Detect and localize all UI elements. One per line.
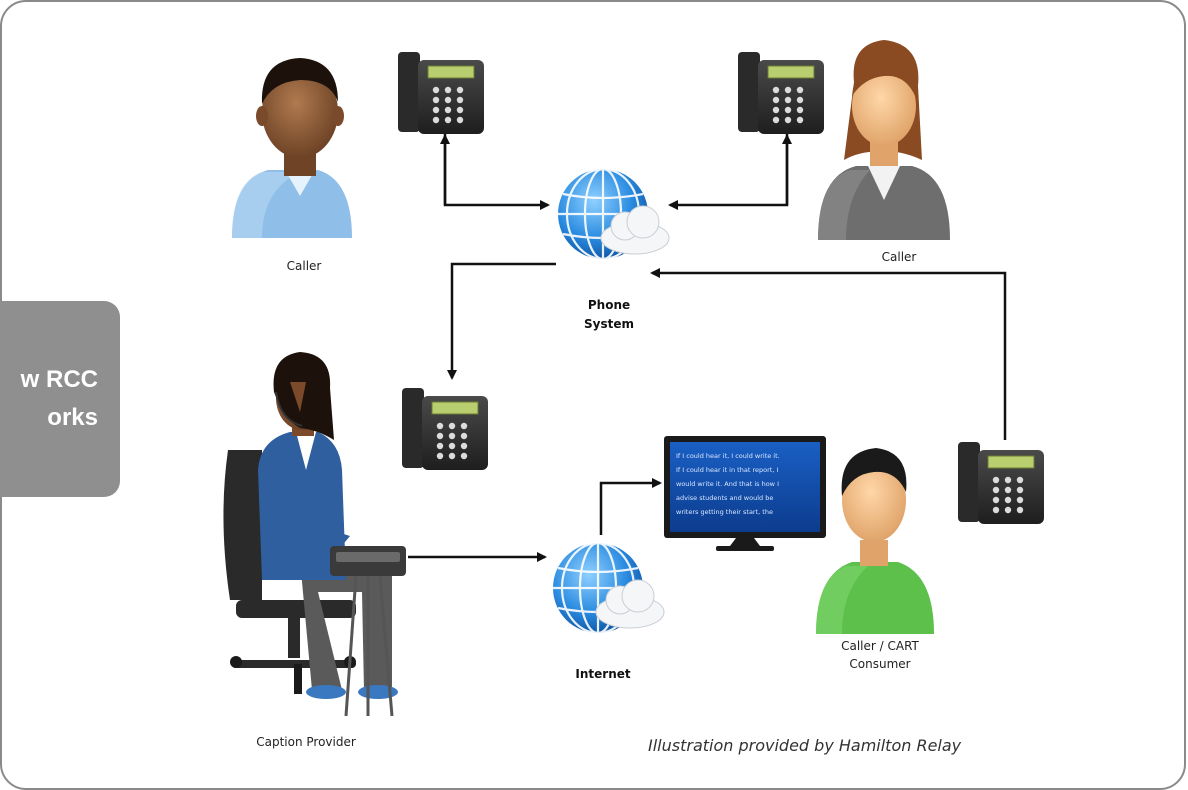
illustration-credit: Illustration provided by Hamilton Relay [648, 736, 962, 755]
caption-provider-person-icon [223, 352, 406, 717]
internet-globe-cloud-icon [551, 541, 666, 635]
caller-right-label: Caller [882, 250, 917, 264]
cart-consumer-person-icon [816, 448, 934, 634]
side-tab-line2: orks [47, 404, 98, 431]
side-tab-line1: w RCC [20, 366, 98, 393]
screen-line-4: advise students and would be [676, 494, 773, 502]
screen-line-5: writers getting their start, the [676, 508, 773, 516]
desk-phone-icon-left [397, 51, 485, 135]
caption-provider-label: Caption Provider [256, 735, 356, 749]
desk-phone-icon-right [737, 51, 825, 135]
phone-system-label-line2: System [584, 317, 634, 331]
desk-phone-icon-cart [957, 441, 1045, 525]
desk-phone-icon-provider [401, 387, 489, 471]
caller-cart-label-line2: Consumer [849, 657, 910, 671]
caller-left-person-icon [232, 58, 352, 238]
caller-left-label: Caller [287, 259, 322, 273]
screen-line-1: If I could hear it, I could write it. [676, 452, 780, 460]
caller-right-person-icon [818, 40, 950, 240]
monitor-icon: If I could hear it, I could write it. If… [664, 436, 826, 551]
phone-system-label-line1: Phone [588, 298, 630, 312]
connector-lines [408, 132, 1007, 562]
side-tab[interactable]: w RCC orks [0, 301, 120, 497]
internet-label: Internet [575, 667, 630, 681]
phone-system-globe-cloud-icon [556, 167, 671, 261]
screen-line-3: would write it. And that is how I [676, 480, 779, 488]
screen-line-2: If I could hear it in that report, I [676, 466, 778, 474]
caller-cart-label-line1: Caller / CART [841, 639, 919, 653]
